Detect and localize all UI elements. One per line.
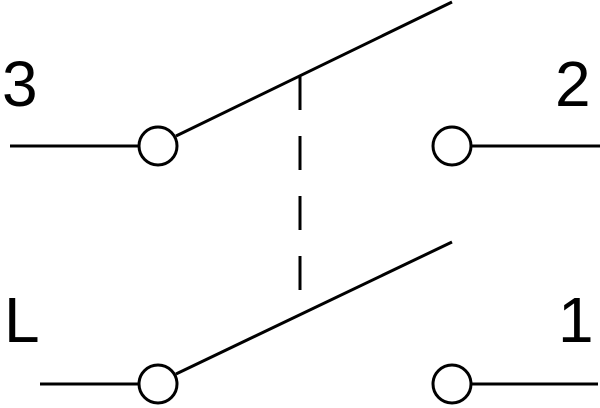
terminal-l-node — [137, 363, 179, 405]
terminal-2-node — [431, 125, 473, 167]
switch-lever-lower — [175, 240, 453, 376]
terminal-1-node — [431, 363, 473, 405]
label-terminal-1: 1 — [558, 284, 594, 356]
label-terminal-l: L — [4, 284, 40, 356]
terminal-3-node — [137, 125, 179, 167]
switch-lever-upper — [175, 0, 453, 138]
label-terminal-3: 3 — [2, 48, 38, 120]
label-terminal-2: 2 — [555, 48, 591, 120]
